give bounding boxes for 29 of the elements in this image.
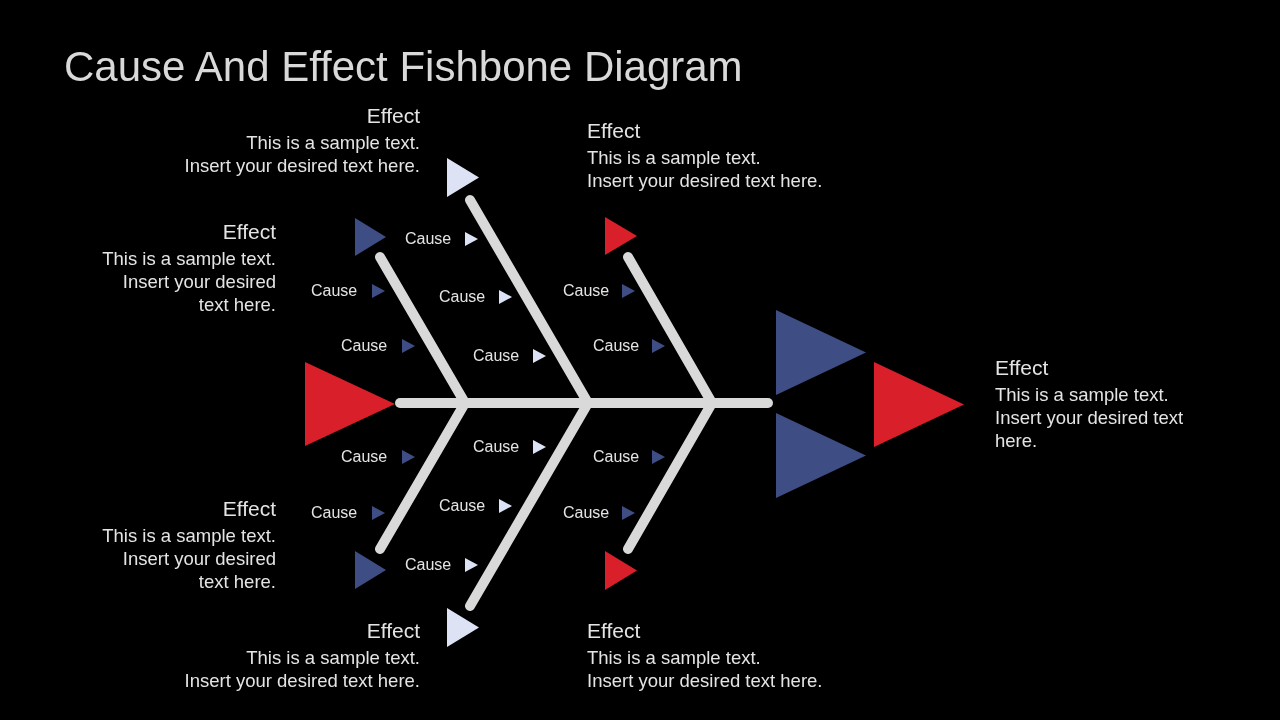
effect-heading: Effect — [995, 355, 1050, 380]
cause-label: Cause — [563, 282, 610, 300]
cause-label: Cause — [593, 448, 640, 466]
cause-label: Cause — [311, 504, 358, 522]
cause-label: Cause — [439, 288, 486, 306]
effect-heading: Effect — [221, 219, 276, 244]
effect-heading: Effect — [365, 618, 420, 643]
effect-description: This is a sample text. Insert your desired text here. — [183, 646, 420, 692]
effect-heading: Effect — [587, 118, 642, 143]
cause-label: Cause — [405, 230, 452, 248]
cause-label: Cause — [473, 347, 520, 365]
effect-description: This is a sample text. Insert your desired text here. — [587, 646, 824, 692]
cause-label: Cause — [563, 504, 610, 522]
effect-heading: Effect — [365, 103, 420, 128]
effect-description: This is a sample text. Insert your desired text here. — [587, 146, 824, 192]
cause-label: Cause — [405, 556, 452, 574]
effect-description: This is a sample text. Insert your desired text here. — [995, 383, 1185, 452]
effect-heading: Effect — [587, 618, 642, 643]
effect-heading: Effect — [221, 496, 276, 521]
cause-label: Cause — [341, 448, 388, 466]
cause-label: Cause — [439, 497, 486, 515]
effect-description: This is a sample text. Insert your desired text here. — [101, 247, 276, 316]
slide-title: Cause And Effect Fishbone Diagram — [64, 42, 743, 92]
cause-label: Cause — [341, 337, 388, 355]
effect-description: This is a sample text. Insert your desired text here. — [101, 524, 276, 593]
cause-label: Cause — [593, 337, 640, 355]
cause-label: Cause — [311, 282, 358, 300]
cause-label: Cause — [473, 438, 520, 456]
effect-description: This is a sample text. Insert your desired text here. — [183, 131, 420, 177]
